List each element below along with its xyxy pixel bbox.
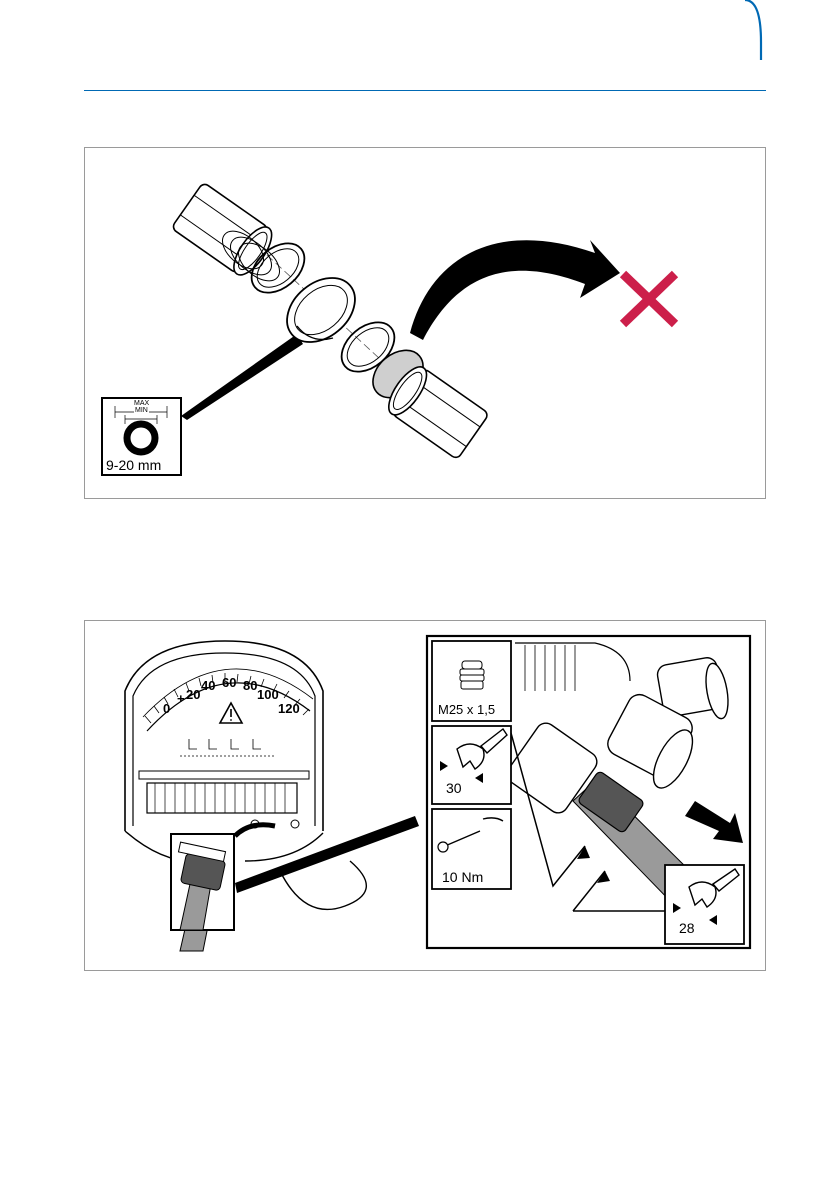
wrench-28-label: 28 (679, 920, 695, 936)
dial-plus: + (177, 691, 185, 706)
dial-number-0: 0 (163, 701, 170, 716)
figure-cable-gland-exploded: MAX MIN 9-20 mm (84, 147, 766, 499)
gland-body-hex (171, 182, 278, 281)
gland-detail-box-left (171, 834, 234, 930)
dial-number-120: 120 (278, 701, 300, 716)
dial-number-20: 20 (186, 687, 200, 702)
gauge-min-label: MIN (134, 407, 149, 414)
dial-number-60: 60 (222, 675, 236, 690)
terminal-block (139, 739, 309, 828)
dial-number-40: 40 (201, 678, 215, 693)
page-header-decoration (0, 0, 839, 100)
remove-arrow (410, 240, 620, 340)
figure-cable-gland-installation: 0 + 20 40 60 80 100 120 M25 x 1,5 30 10 … (84, 620, 766, 971)
wrench-30-label: 30 (446, 780, 462, 796)
gauge-range-label: 9-20 mm (106, 457, 161, 473)
warning-triangle-icon (220, 703, 242, 723)
torque-label: 10 Nm (442, 869, 483, 885)
wrench-28-box (665, 865, 744, 944)
dial-number-80: 80 (243, 678, 257, 693)
cross-icon (623, 274, 675, 324)
thread-size-label: M25 x 1,5 (438, 702, 495, 717)
leader-wedge-2 (235, 816, 419, 893)
gauge-max-label: MAX (133, 400, 150, 407)
leader-wedge-1 (181, 334, 303, 420)
dial-number-100: 100 (257, 687, 279, 702)
wrench-30-box (432, 726, 511, 804)
